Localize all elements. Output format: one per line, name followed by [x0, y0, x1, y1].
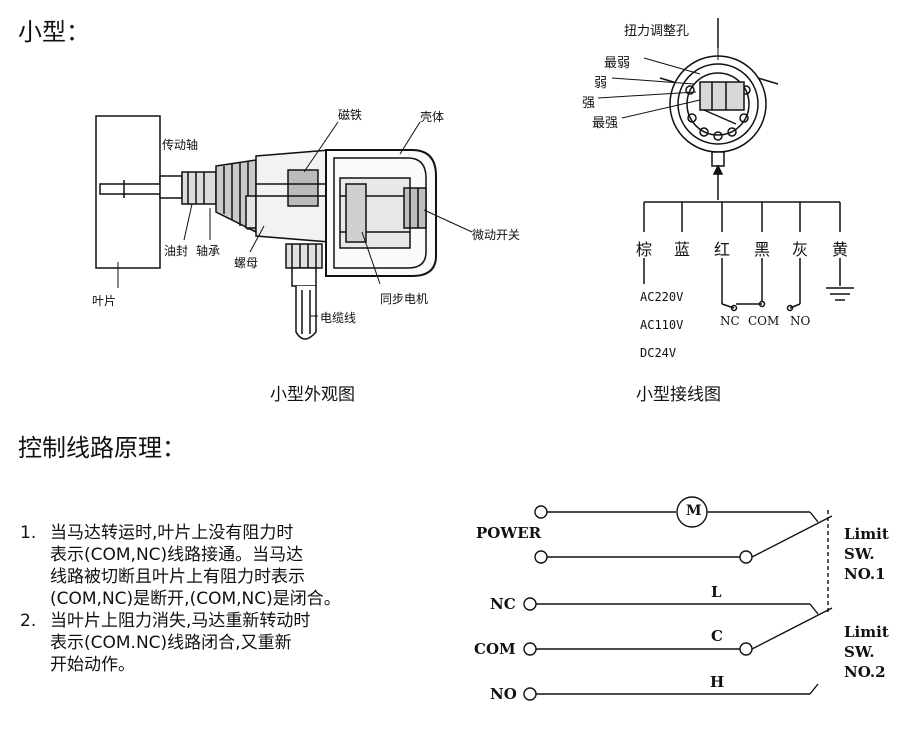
- description-line: (COM,NC)是断开,(COM,NC)是闭合。: [50, 589, 341, 609]
- wire-color-yellow: 黄: [832, 240, 849, 259]
- ground-symbol: [826, 287, 854, 301]
- wire-l-label: L: [711, 583, 722, 601]
- limit-sw2-line3: NO.2: [844, 663, 886, 681]
- label-shaft: 传动轴: [162, 138, 199, 152]
- caption-wiring: 小型接线图: [636, 385, 721, 405]
- switch-terminal-nc: NC: [720, 314, 740, 328]
- motor-label: M: [686, 503, 702, 519]
- limit-sw2-blade: [751, 607, 833, 650]
- microswitch-shape: [403, 187, 427, 229]
- label-oil-seal: 油封: [164, 244, 189, 258]
- description-line: 表示(COM,NC)线路接通。当马达: [50, 545, 304, 565]
- label-cable: 电缆线: [320, 311, 357, 325]
- wire-c-label: C: [711, 627, 723, 645]
- description-line: 当马达转运时,叶片上没有阻力时: [50, 523, 294, 543]
- description-line: 线路被切断且叶片上有阻力时表示: [50, 567, 305, 587]
- magnet-shape: [287, 169, 319, 207]
- heading-control-principle: 控制线路原理：: [18, 434, 186, 462]
- limit-sw1-line3: NO.1: [844, 565, 886, 583]
- limit-sw2-line1: Limit: [844, 623, 889, 641]
- description-item-1: 1. 当马达转运时,叶片上没有阻力时 表示(COM,NC)线路接通。当马达 线路…: [20, 522, 460, 610]
- shaft-shape: [99, 183, 165, 195]
- control-circuit: [523, 496, 833, 701]
- label-strong: 强: [582, 96, 596, 111]
- description-line: 表示(COM.NC)线路闭合,又重新: [50, 633, 292, 653]
- nc-label: NC: [490, 595, 516, 613]
- seal-shape: [181, 171, 217, 205]
- limit-sw1-blade: [751, 515, 833, 558]
- voltage-ac220: AC220V: [640, 290, 684, 304]
- label-bearing: 轴承: [196, 244, 221, 258]
- label-strongest: 最强: [592, 116, 619, 131]
- wiring-drawing: [597, 18, 854, 312]
- description-item-2: 2. 当叶片上阻力消失,马达重新转动时 表示(COM.NC)线路闭合,又重新 开…: [20, 610, 460, 676]
- terminal-nc: [523, 597, 537, 611]
- dial-switch: [699, 81, 745, 111]
- limit-sw2-label: Limit SW. NO.2: [844, 622, 889, 682]
- terminal-com: [523, 642, 537, 656]
- com-label: COM: [474, 640, 516, 658]
- label-motor: 同步电机: [380, 292, 429, 306]
- description-line: 当叶片上阻力消失,马达重新转动时: [50, 611, 311, 631]
- limit-sw2-line2: SW.: [844, 643, 875, 661]
- appearance-drawing: [95, 115, 473, 340]
- heading-small-type: 小型：: [18, 18, 90, 46]
- label-weak: 弱: [594, 76, 608, 91]
- limit-sw1-line2: SW.: [844, 545, 875, 563]
- principle-description: 1. 当马达转运时,叶片上没有阻力时 表示(COM,NC)线路接通。当马达 线路…: [20, 522, 460, 676]
- label-microswitch: 微动开关: [472, 228, 521, 242]
- wire-color-red: 红: [714, 240, 731, 259]
- caption-appearance: 小型外观图: [270, 385, 355, 405]
- limit-sw1-line1: Limit: [844, 525, 889, 543]
- switch-terminal-no: NO: [790, 314, 811, 328]
- switch-terminal-com: COM: [748, 314, 780, 328]
- label-nut: 螺母: [234, 256, 259, 270]
- limit-sw1-label: Limit SW. NO.1: [844, 524, 889, 584]
- description-line: 开始动作。: [50, 655, 135, 675]
- wire-color-blue: 蓝: [674, 240, 691, 259]
- terminal-power-1: [534, 505, 548, 519]
- label-weakest: 最弱: [604, 56, 631, 71]
- item-number: 2.: [20, 611, 37, 631]
- voltage-dc24: DC24V: [640, 346, 677, 360]
- label-housing: 壳体: [420, 110, 445, 124]
- label-magnet: 磁铁: [338, 108, 363, 122]
- terminal-power-2: [534, 550, 548, 564]
- wire-color-brown: 棕: [636, 240, 653, 259]
- label-adjust-hole: 扭力调整孔: [624, 24, 690, 39]
- power-label: POWER: [476, 524, 542, 542]
- label-blade: 叶片: [92, 294, 117, 308]
- item-text: 当马达转运时,叶片上没有阻力时 表示(COM,NC)线路接通。当马达 线路被切断…: [50, 522, 341, 610]
- voltage-ac110: AC110V: [640, 318, 684, 332]
- item-text: 当叶片上阻力消失,马达重新转动时 表示(COM.NC)线路闭合,又重新 开始动作…: [50, 610, 310, 676]
- item-number: 1.: [20, 523, 37, 543]
- terminal-no: [523, 687, 537, 701]
- cable-shape: [295, 286, 317, 340]
- no-label: NO: [490, 685, 517, 703]
- wire-h-label: H: [710, 673, 725, 691]
- wire-color-black: 黑: [754, 240, 771, 259]
- wire-color-grey: 灰: [792, 240, 809, 259]
